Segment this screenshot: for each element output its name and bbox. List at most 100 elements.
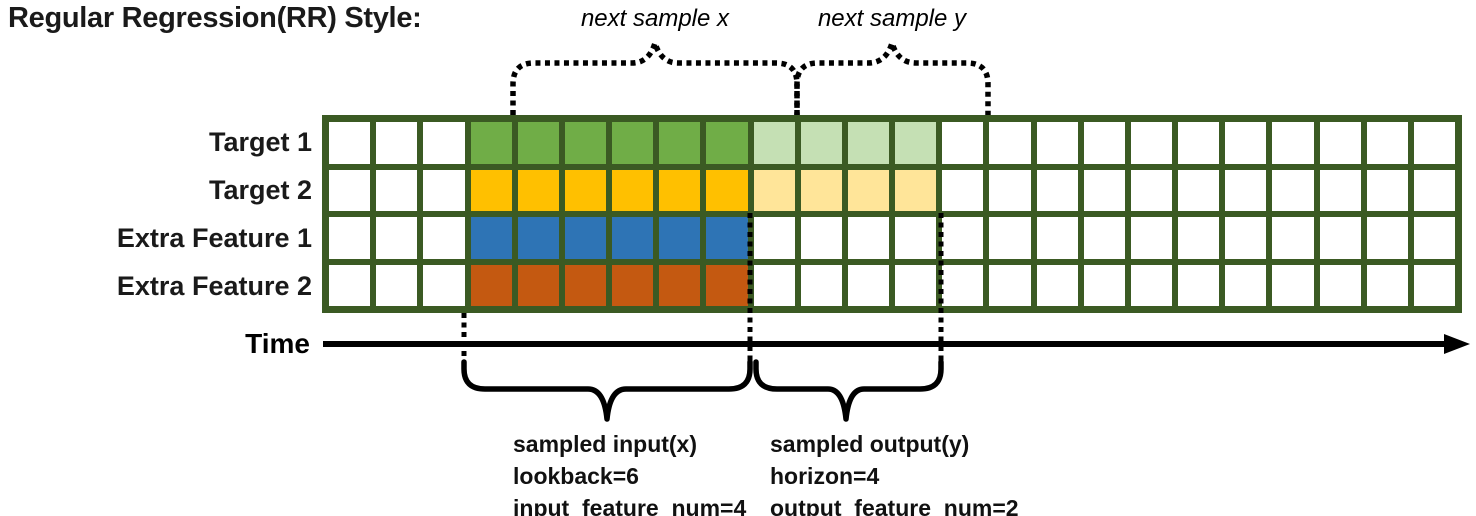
grid bbox=[322, 115, 1462, 313]
grid-cell bbox=[329, 122, 371, 164]
grid-cell bbox=[564, 122, 606, 164]
grid-cell bbox=[470, 122, 512, 164]
grid-cell bbox=[1366, 122, 1408, 164]
input-feature-num-value: input_feature_num=4 bbox=[513, 495, 747, 516]
grid-cell bbox=[1178, 264, 1220, 306]
grid-cell bbox=[1366, 169, 1408, 211]
grid-cell bbox=[1225, 264, 1267, 306]
grid-cell bbox=[1366, 264, 1408, 306]
grid-cell bbox=[517, 122, 559, 164]
grid-cell bbox=[612, 217, 654, 259]
grid-cell bbox=[1319, 169, 1361, 211]
grid-cell bbox=[1413, 122, 1455, 164]
grid-cell bbox=[800, 122, 842, 164]
grid-cell bbox=[847, 122, 889, 164]
grid-cell bbox=[470, 169, 512, 211]
grid-cell bbox=[1413, 169, 1455, 211]
row-label-extra-feature-2: Extra Feature 2 bbox=[116, 271, 312, 301]
grid-cell bbox=[895, 122, 937, 164]
grid-cell bbox=[659, 169, 701, 211]
grid-cell bbox=[895, 217, 937, 259]
grid-cell bbox=[1083, 169, 1125, 211]
grid-cell bbox=[564, 217, 606, 259]
grid-cell bbox=[1130, 169, 1172, 211]
grid-cell bbox=[1178, 217, 1220, 259]
next-sample-x-label: next sample x bbox=[580, 5, 730, 32]
grid-cell bbox=[942, 122, 984, 164]
sampled-input-brace bbox=[461, 359, 753, 422]
grid-cell bbox=[706, 217, 748, 259]
grid-cell bbox=[564, 264, 606, 306]
grid-cell bbox=[423, 169, 465, 211]
grid-cell bbox=[1413, 217, 1455, 259]
grid-cell bbox=[989, 264, 1031, 306]
grid-cell bbox=[1319, 217, 1361, 259]
grid-cell bbox=[942, 217, 984, 259]
grid-cell bbox=[376, 264, 418, 306]
output-feature-num-value: output_feature_num=2 bbox=[770, 495, 1019, 516]
grid-cell bbox=[1083, 217, 1125, 259]
grid-cell bbox=[376, 217, 418, 259]
grid-cell bbox=[847, 217, 889, 259]
grid-cell bbox=[1272, 169, 1314, 211]
grid-cell bbox=[329, 217, 371, 259]
grid-cell bbox=[329, 264, 371, 306]
grid-cell bbox=[612, 264, 654, 306]
next-sample-x-brace bbox=[510, 33, 800, 115]
grid-cell bbox=[1272, 217, 1314, 259]
grid-cell bbox=[470, 217, 512, 259]
grid-cell bbox=[423, 217, 465, 259]
grid-cell bbox=[517, 169, 559, 211]
grid-cell bbox=[1225, 169, 1267, 211]
grid-cell bbox=[1272, 122, 1314, 164]
row-label-target-2: Target 2 bbox=[208, 175, 312, 205]
sampled-input-annotation: sampled input(x) lookback=6 input_featur… bbox=[513, 428, 746, 516]
lookback-value: lookback=6 bbox=[513, 463, 639, 489]
grid-cell bbox=[847, 264, 889, 306]
grid-cell bbox=[1225, 122, 1267, 164]
grid-cell bbox=[1130, 122, 1172, 164]
time-axis-label: Time bbox=[245, 328, 310, 359]
grid-cell bbox=[1036, 264, 1078, 306]
grid-cell bbox=[612, 122, 654, 164]
grid-cell bbox=[1083, 264, 1125, 306]
diagram-title: Regular Regression(RR) Style: bbox=[8, 2, 422, 34]
grid-cell bbox=[376, 169, 418, 211]
grid-cell bbox=[895, 169, 937, 211]
row-label-target-1: Target 1 bbox=[208, 127, 312, 157]
grid-cell bbox=[1178, 122, 1220, 164]
grid-cell bbox=[564, 169, 606, 211]
grid-cell bbox=[1319, 122, 1361, 164]
grid-cell bbox=[989, 169, 1031, 211]
grid-cell bbox=[376, 122, 418, 164]
grid-cell bbox=[1036, 169, 1078, 211]
grid-cell bbox=[1413, 264, 1455, 306]
grid-cell bbox=[612, 169, 654, 211]
grid-cell bbox=[517, 217, 559, 259]
grid-cell bbox=[1036, 122, 1078, 164]
grid-cell bbox=[1083, 122, 1125, 164]
sampled-output-annotation: sampled output(y) horizon=4 output_featu… bbox=[770, 428, 1019, 516]
grid-cell bbox=[706, 122, 748, 164]
grid-cell bbox=[895, 264, 937, 306]
grid-cell bbox=[659, 217, 701, 259]
grid-cell bbox=[659, 122, 701, 164]
sampled-output-brace bbox=[753, 359, 944, 422]
grid-cell bbox=[706, 169, 748, 211]
grid-cell bbox=[423, 122, 465, 164]
sampled-input-title: sampled input(x) bbox=[513, 431, 698, 457]
grid-cell bbox=[942, 264, 984, 306]
sampled-output-title: sampled output(y) bbox=[770, 431, 970, 457]
grid-cell bbox=[470, 264, 512, 306]
grid-cell bbox=[800, 169, 842, 211]
row-label-extra-feature-1: Extra Feature 1 bbox=[116, 223, 312, 253]
grid-cell bbox=[517, 264, 559, 306]
grid-cell bbox=[659, 264, 701, 306]
grid-cell bbox=[847, 169, 889, 211]
grid-cell bbox=[1036, 217, 1078, 259]
grid-cell bbox=[706, 264, 748, 306]
grid-cell bbox=[1272, 264, 1314, 306]
grid-cell bbox=[753, 122, 795, 164]
grid-cell bbox=[1130, 217, 1172, 259]
